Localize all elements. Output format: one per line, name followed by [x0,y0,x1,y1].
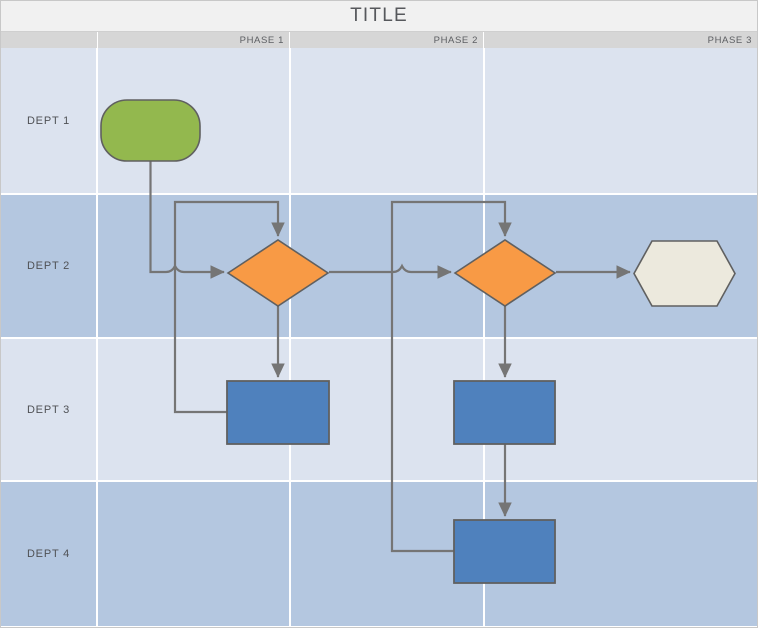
phase-header-phase-1[interactable]: PHASE 1 [98,32,290,48]
phase-header-phase-3[interactable]: PHASE 3 [484,32,757,48]
diagram-title-bar[interactable]: TITLE [1,1,757,32]
swimlane-body-dept-2 [98,195,757,337]
phase-divider-1 [289,482,291,626]
phase-divider-2 [483,339,485,480]
swimlane-separator-3 [1,480,757,482]
swimlane-separator-1 [1,193,757,195]
swimlane-dept-3: DEPT 3 [1,339,757,480]
phase-divider-2 [483,48,485,193]
swimlane-grid: DEPT 1 DEPT 2 DEPT 3 [1,48,757,626]
phase-header-row: PHASE 1 PHASE 2 PHASE 3 [1,32,757,48]
swimlane-body-dept-4 [98,482,757,626]
phase-divider-1 [289,339,291,480]
phase-label-3: PHASE 3 [707,34,752,46]
swimlane-label-dept-2: DEPT 2 [26,260,71,272]
swimlane-label-dept-1: DEPT 1 [26,114,71,127]
swimlane-dept-1: DEPT 1 [1,48,757,193]
swimlane-dept-2: DEPT 2 [1,195,757,337]
swimlane-header-dept-3[interactable]: DEPT 3 [1,339,98,480]
swimlane-header-dept-2[interactable]: DEPT 2 [1,195,98,337]
swimlane-label-dept-4: DEPT 4 [26,548,71,560]
swimlane-body-dept-3 [98,339,757,480]
phase-label-2: PHASE 2 [433,34,478,46]
swimlane-label-dept-3: DEPT 3 [26,403,71,416]
swimlane-header-dept-1[interactable]: DEPT 1 [1,48,98,193]
swimlane-body-dept-1 [98,48,757,193]
swimlane-separator-2 [1,337,757,339]
phase-header-phase-2[interactable]: PHASE 2 [290,32,484,48]
phase-divider-1 [289,195,291,337]
swimlane-dept-4: DEPT 4 [1,482,757,626]
swimlane-header-dept-4[interactable]: DEPT 4 [1,482,98,626]
phase-header-corner [1,32,98,48]
page-title: TITLE [350,5,408,26]
phase-divider-2 [483,482,485,626]
phase-divider-2 [483,195,485,337]
phase-label-1: PHASE 1 [239,34,284,46]
phase-divider-1 [289,48,291,193]
